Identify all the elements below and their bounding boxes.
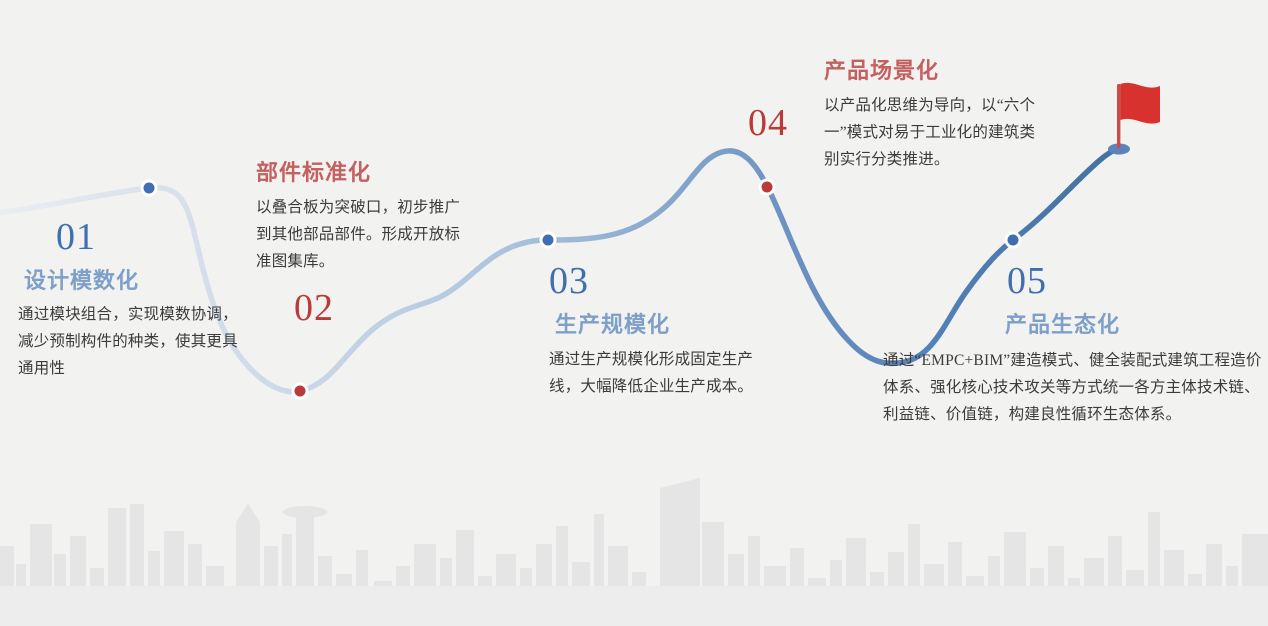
marker-4[interactable] [761,181,773,193]
marker-3-ring [539,231,557,249]
marker-5-ring [1004,231,1022,249]
step-02-body: 以叠合板为突破口，初步推广到其他部品部件。形成开放标准图集库。 [256,199,461,270]
step-05-title: 产品生态化 [1005,312,1121,337]
marker-2-ring [291,382,309,400]
marker-4-ring [758,178,776,196]
step-04-title: 产品场景化 [824,58,940,83]
marker-1[interactable] [143,182,155,194]
step-05: 05 产品生态化 通过“EMPC+BIM”建造模式、健全装配式建筑工程造价体系、… [883,262,1268,428]
city-skyline-icon [0,478,1268,626]
step-01: 01 设计模数化 通过模块组合，实现模数协调，减少预制构件的种类，使其更具通用性 [18,218,248,382]
step-05-body: 通过“EMPC+BIM”建造模式、健全装配式建筑工程造价体系、强化核心技术攻关等… [883,352,1262,423]
step-03: 03 生产规模化 通过生产规模化形成固定生产线，大幅降低企业生产成本。 [549,262,754,401]
step-05-number: 05 [1007,260,1047,302]
step-04-number: 04 [748,102,788,144]
step-01-body: 通过模块组合，实现模数协调，减少预制构件的种类，使其更具通用性 [18,306,238,377]
marker-1-ring [140,179,158,197]
step-01-title: 设计模数化 [24,268,140,293]
marker-3[interactable] [542,234,554,246]
step-04-body: 以产品化思维为导向，以“六个一”模式对易于工业化的建筑类别实行分类推进。 [824,97,1036,168]
marker-2[interactable] [294,385,306,397]
step-03-body: 通过生产规模化形成固定生产线，大幅降低企业生产成本。 [549,351,754,396]
step-02-title: 部件标准化 [256,160,372,185]
flag-icon [1108,82,1160,155]
step-03-number: 03 [549,260,589,302]
step-01-number: 01 [56,216,96,258]
step-04: 04 产品场景化 以产品化思维为导向，以“六个一”模式对易于工业化的建筑类别实行… [748,58,1038,173]
step-03-title: 生产规模化 [555,312,671,337]
marker-5[interactable] [1007,234,1019,246]
step-02-number: 02 [294,287,334,330]
step-02: 部件标准化 以叠合板为突破口，初步推广到其他部品部件。形成开放标准图集库。 02 [256,160,471,327]
